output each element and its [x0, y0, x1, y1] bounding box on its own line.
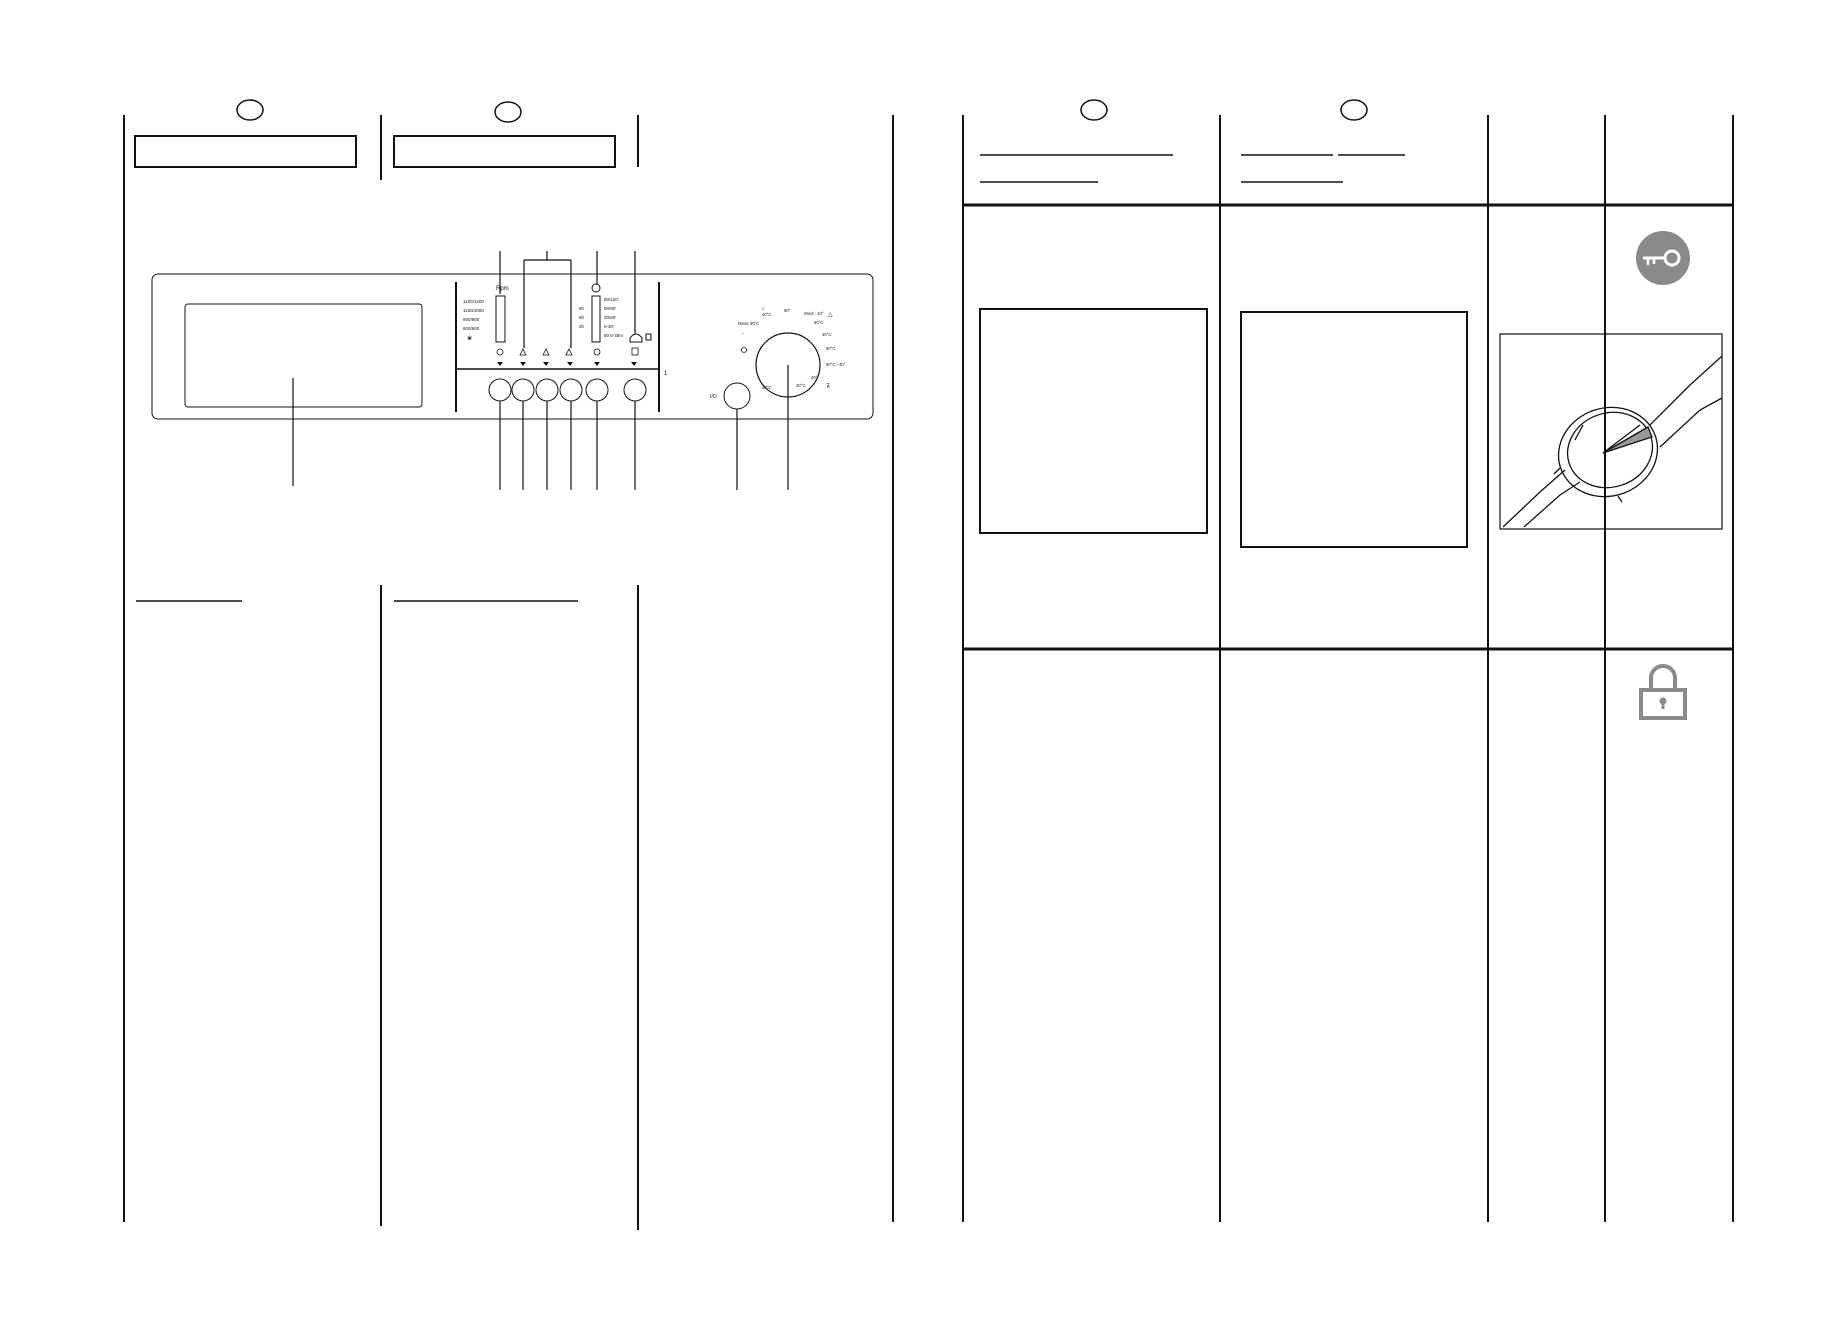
watch-strap-upper-2: [1659, 397, 1723, 448]
start-pause-button-icon: [631, 347, 639, 356]
spin-indicator-bar: [495, 295, 506, 343]
delay-start-button[interactable]: [585, 378, 609, 402]
language-circle-1: [236, 99, 264, 121]
padlock-icon-body: [1639, 688, 1687, 720]
door-icon: [629, 333, 643, 343]
detergent-drawer: [184, 303, 423, 408]
key-icon: [1636, 231, 1690, 285]
dial-label-bottom: 40°C: [796, 383, 805, 388]
intensive-button[interactable]: [535, 378, 559, 402]
arrow-icon-3: [543, 362, 549, 366]
dial-label-bottom-right: 40°: [811, 375, 818, 380]
delay-duration-2: 60/90': [604, 306, 616, 311]
side-number: 1: [664, 371, 668, 377]
easy-iron-button[interactable]: [559, 378, 583, 402]
delay-hours: 9h 6h 3h: [579, 306, 585, 329]
dial-label-right-3: 60°C: [826, 346, 835, 351]
left-page: [123, 99, 894, 1230]
on-off-icon: I/O: [710, 394, 717, 400]
cotton-icon: ♨: [761, 306, 765, 312]
button-icons: [496, 347, 639, 356]
arrow-icon-5: [594, 362, 600, 366]
watch-lug-2: [1617, 495, 1623, 503]
delay-duration-3: 30/60': [604, 315, 616, 320]
intensive-button-icon: [542, 348, 550, 356]
spin-speed-3: 900/800: [463, 317, 480, 322]
heading-box-2: [393, 135, 616, 168]
delay-duration-5: 60 0-30m: [604, 333, 623, 338]
start-pause-button[interactable]: [623, 378, 647, 402]
dial-label-right-2: 40°C: [822, 332, 831, 337]
watch-strap-lower-2: [1523, 481, 1581, 528]
delay-duration-1: 90/120': [604, 297, 619, 302]
delicates-icon: ᵔ: [742, 332, 744, 338]
padlock-icon-shackle: [1649, 664, 1677, 690]
dial-label-top-right: Wool - 40°: [804, 311, 824, 316]
on-off-button[interactable]: [723, 382, 751, 410]
spin-speed-1: 1100/1200: [463, 299, 484, 304]
button-arrows: [497, 362, 637, 366]
door-led: [645, 333, 652, 341]
dial-label-right-1: 60°C: [814, 320, 823, 325]
prewash-button[interactable]: [511, 378, 535, 402]
watch-strap-lower-1: [1502, 469, 1566, 528]
right-page: [962, 99, 1734, 1222]
language-circle-2: [494, 101, 522, 123]
spin-icon: ❀: [467, 335, 472, 342]
padlock-icon-keyhole: [1659, 697, 1667, 705]
language-circle-3: [1080, 99, 1108, 121]
control-panel-diagram: Rpm 1100/1200 1100/1000 900/800 600/600 …: [151, 251, 874, 490]
padlock-icon: [1639, 664, 1687, 720]
callout-lines-top: [499, 251, 636, 348]
delay-hour-1: 9h: [579, 306, 585, 311]
control-panel-outline: [151, 273, 874, 420]
delay-indicator-bar: [591, 295, 601, 343]
delay-duration-4: 0-30': [604, 324, 614, 329]
dial-label-bottom-left: 40°C: [762, 385, 771, 390]
delay-hour-3: 3h: [579, 324, 585, 329]
delay-hour-2: 6h: [579, 315, 585, 320]
rinse-icon: [741, 347, 747, 353]
language-circle-4: [1340, 99, 1368, 121]
watch-hand-wedge: [1602, 426, 1653, 454]
callout-lines-bottom: [292, 365, 789, 490]
clock-icon: [591, 283, 601, 293]
watch-glare: [1574, 424, 1584, 441]
watch-strap-upper-1: [1649, 355, 1723, 426]
delay-button-icon: [593, 348, 601, 356]
arrow-icon-2: [520, 362, 526, 366]
heading-box-1: [134, 135, 357, 168]
dial-label-top-left: 40°C: [762, 312, 771, 317]
dial-label-left: Rinse 30°C: [738, 321, 759, 326]
watch-hand: [1602, 424, 1641, 454]
arrow-icon-1: [497, 362, 503, 366]
padlock-icon-keyhole-slot: [1661, 702, 1665, 709]
rinse-button-icon: [565, 348, 573, 356]
dial-labels: 40°C 90° Wool - 40° 60°C 40°C 60°C 60°C …: [738, 308, 846, 390]
spin-speed-list: 1100/1200 1100/1000 900/800 600/600: [463, 299, 484, 331]
dial-label-top: 90°: [784, 308, 791, 313]
arrow-icon-4: [567, 362, 573, 366]
wool-icon: △: [828, 312, 833, 318]
spin-label: Rpm: [496, 286, 509, 292]
prewash-button-icon: [519, 348, 527, 356]
content-box-1: [979, 308, 1208, 534]
content-box-2: [1240, 311, 1468, 548]
spin-speed-button[interactable]: [488, 378, 512, 402]
spin-speed-4: 600/600: [463, 326, 480, 331]
spin-speed-2: 1100/1000: [463, 308, 484, 313]
watch-case-outer: [1557, 406, 1659, 498]
spin-drain-icon: ⊼: [826, 383, 830, 390]
dial-label-right-4: 60°C - 40°: [826, 362, 846, 367]
spin-button-icon: [496, 348, 504, 356]
watch-lug-1: [1553, 467, 1561, 475]
arrow-icon-6: [631, 362, 637, 366]
wristwatch-illustration: [1502, 355, 1723, 528]
watch-illustration-box: [1499, 333, 1723, 530]
delay-durations: 90/120' 60/90' 30/60' 0-30' 60 0-30m: [604, 297, 623, 338]
